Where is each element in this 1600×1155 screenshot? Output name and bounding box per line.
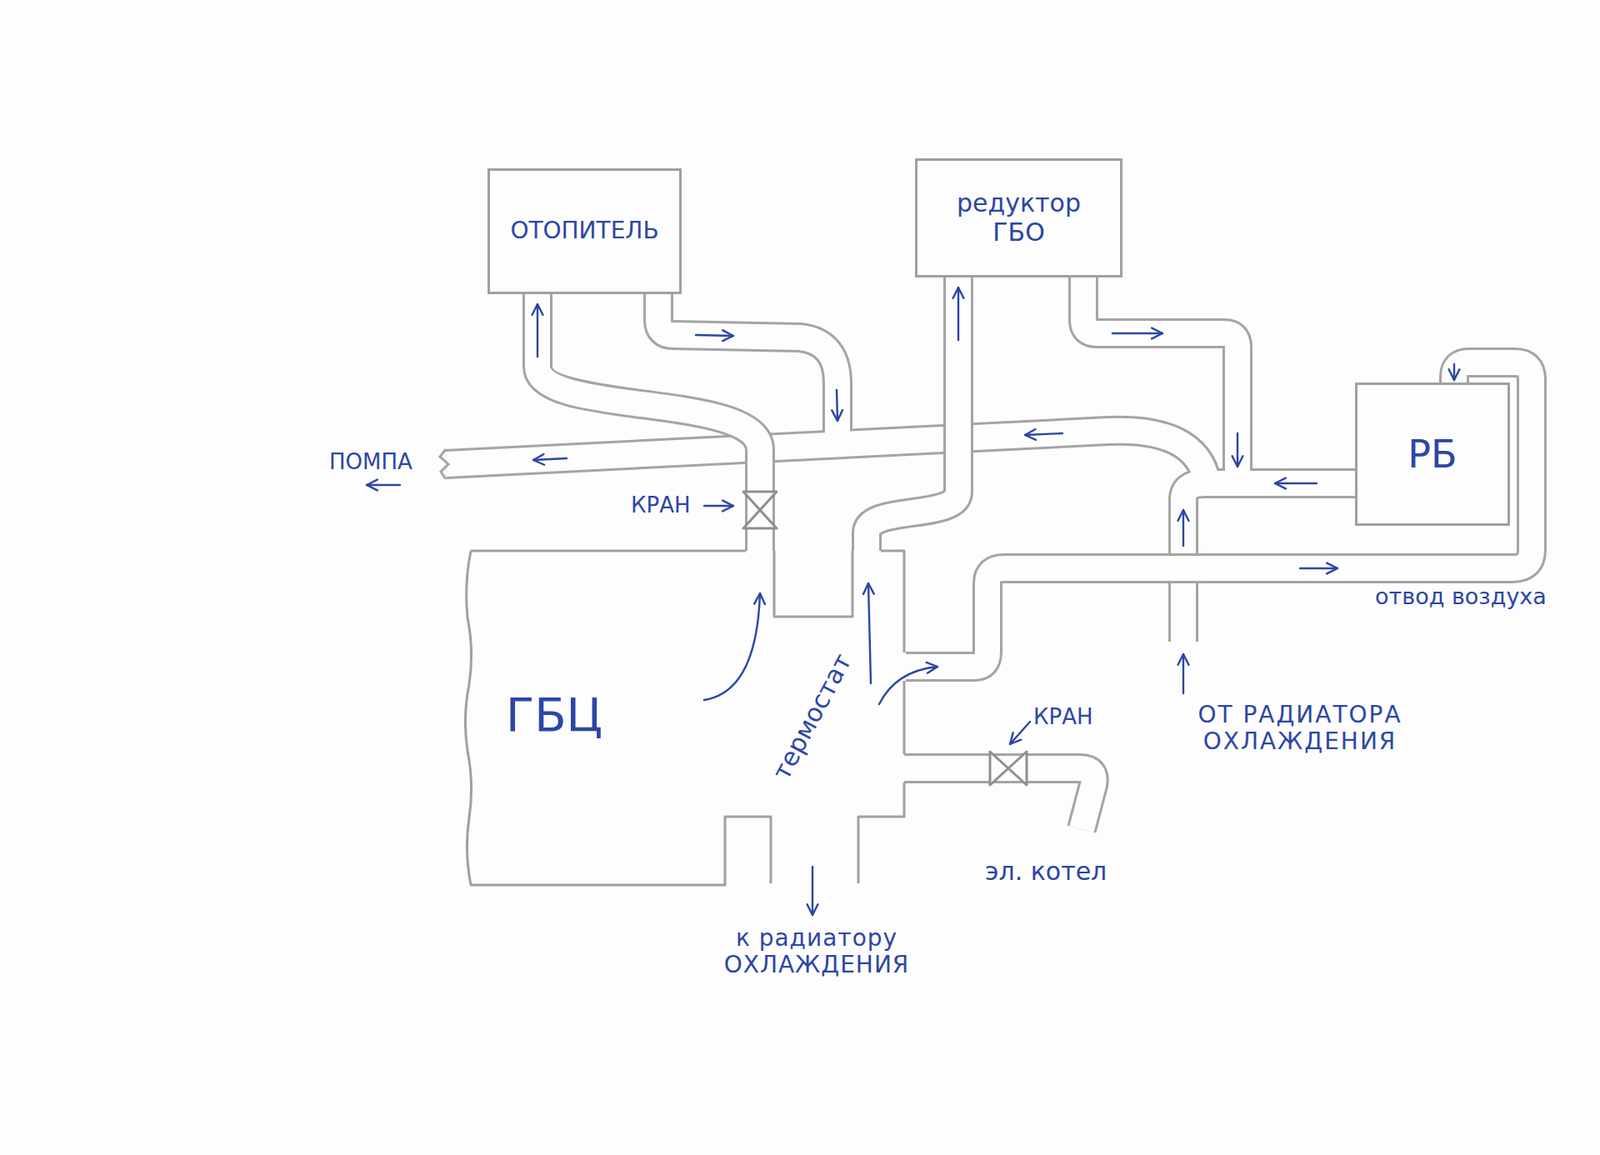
flow-arrow — [1300, 567, 1338, 570]
flow-arrow — [1182, 510, 1185, 546]
flow-arrow — [704, 593, 760, 700]
flow-arrow — [1453, 364, 1455, 380]
node-title: ОТОПИТЕЛЬ — [510, 217, 659, 245]
broken-pipe-end — [440, 449, 449, 480]
coolant-hose — [537, 294, 760, 551]
flow-arrow — [836, 390, 838, 421]
flow-arrow — [536, 304, 539, 357]
hose-bore — [866, 277, 959, 551]
flow-arrow — [533, 458, 567, 460]
hose-wall — [866, 277, 959, 551]
hose-wall — [905, 362, 1532, 667]
flow-arrow — [1112, 332, 1163, 335]
node-title: ГБЦ — [505, 688, 603, 742]
tank-box: РБ — [1355, 382, 1510, 526]
flow-arrow — [1182, 654, 1185, 694]
valve-symbol — [990, 751, 1027, 785]
flow-arrow — [695, 335, 734, 336]
edge-label: отвод воздуха — [1375, 583, 1547, 610]
thermostat-label: термостат — [767, 649, 858, 785]
reducer-box: редуктор ГБО — [915, 158, 1123, 278]
hose-wall — [537, 294, 760, 551]
flow-arrow — [879, 666, 938, 705]
flow-arrows — [366, 333, 1338, 915]
inlet-label: ОТ РАДИАТОРА ОХЛАЖДЕНИЯ — [1162, 701, 1438, 755]
flow-arrow — [868, 583, 871, 684]
hose-bore — [905, 362, 1532, 667]
node-title: РБ — [1407, 432, 1457, 477]
outlet-label: к радиатору ОХЛАЖДЕНИЯ — [683, 925, 950, 979]
flow-arrow — [1275, 482, 1317, 485]
coolant-hose — [905, 362, 1532, 667]
flow-arrow — [1025, 433, 1063, 435]
node-title: редуктор ГБО — [945, 189, 1092, 247]
pump-label: ПОМПА — [329, 450, 413, 475]
pointer-arrow — [366, 484, 400, 486]
cylinder-head: ГБЦ — [464, 550, 906, 888]
reducer-outlet-pipe — [1083, 277, 1238, 480]
tank-outlet-pipe — [1200, 468, 1355, 499]
heater-box: ОТОПИТЕЛЬ — [487, 168, 682, 295]
pointer-arrow — [1010, 721, 1030, 745]
flow-arrow — [957, 287, 960, 340]
valve-label: КРАН — [630, 493, 690, 519]
head-outline-line — [465, 550, 905, 885]
boiler-label: эл. котел — [985, 857, 1107, 887]
valve-symbol — [743, 491, 777, 529]
reducer-outlet-bore — [1083, 277, 1238, 480]
hose-bore — [537, 294, 760, 551]
valve-label: КРАН — [1033, 705, 1093, 730]
pointer-arrow — [704, 505, 734, 507]
flow-arrow — [1236, 433, 1239, 467]
coolant-hose — [866, 277, 959, 551]
valve — [743, 491, 1027, 785]
tank-outlet-bore — [1200, 470, 1355, 496]
flow-arrow — [811, 866, 814, 915]
